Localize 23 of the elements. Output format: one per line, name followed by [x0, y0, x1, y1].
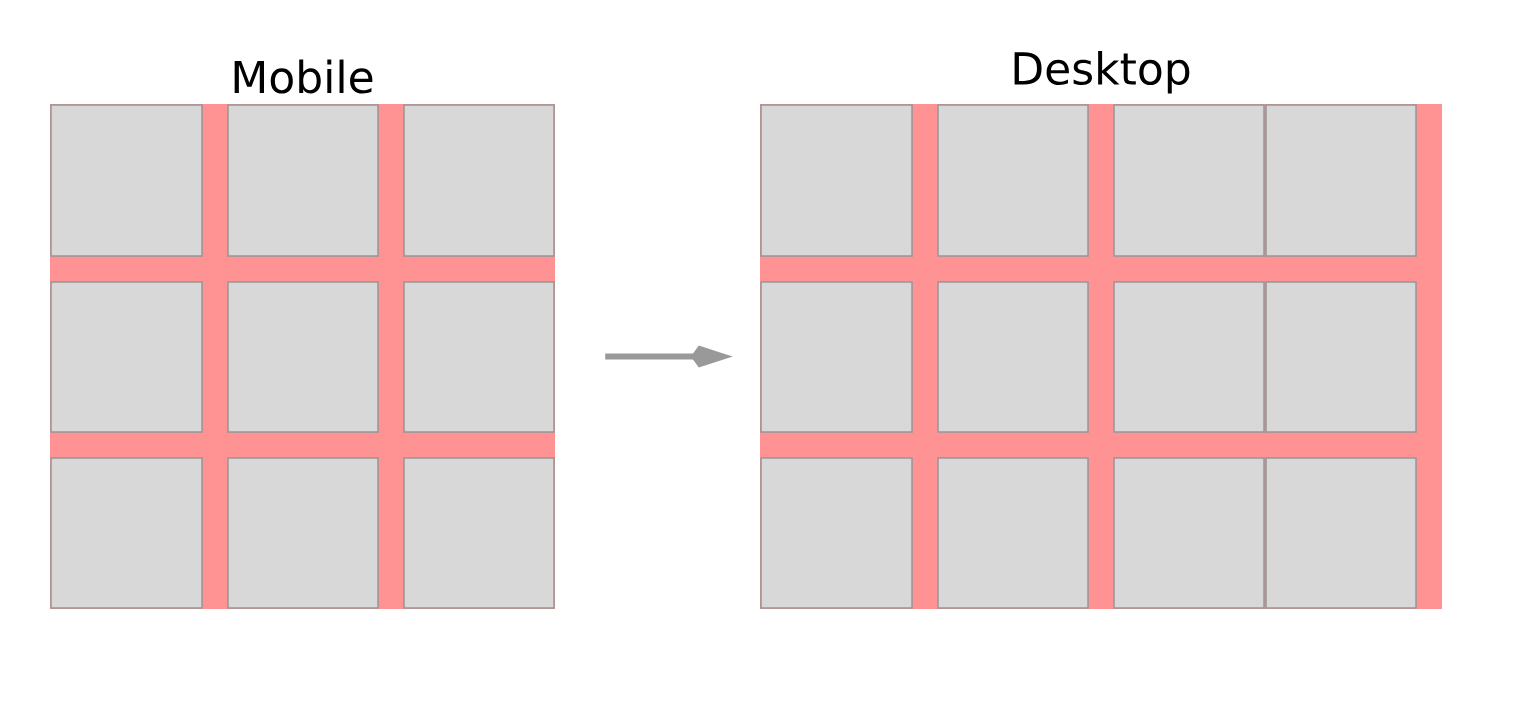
node-label: Mobile: [234, 59, 373, 94]
grid-cell: [50, 281, 203, 433]
grid-cell: [760, 104, 913, 257]
grid-cell: [1113, 457, 1265, 609]
node-label: Desktop: [1014, 51, 1190, 94]
grid-cell: [760, 281, 913, 433]
grid-cell: [937, 457, 1089, 609]
grid-cell: [937, 281, 1089, 433]
grid-cell: [403, 457, 555, 609]
grid-cell: [1265, 457, 1417, 609]
grid-cell: [50, 104, 203, 257]
grid-cell: [227, 104, 379, 257]
grid-cell: [227, 281, 379, 433]
grid-cell: [1265, 104, 1417, 257]
grid-cell: [1113, 281, 1265, 433]
grid-cell: [937, 104, 1089, 257]
grid-cell: [227, 457, 379, 609]
grid-cell: [760, 457, 913, 609]
grid-cell: [403, 281, 555, 433]
grid-cell: [1113, 104, 1265, 257]
grid-cell: [50, 457, 203, 609]
grid-cell: [403, 104, 555, 257]
grid-cell: [1265, 281, 1417, 433]
